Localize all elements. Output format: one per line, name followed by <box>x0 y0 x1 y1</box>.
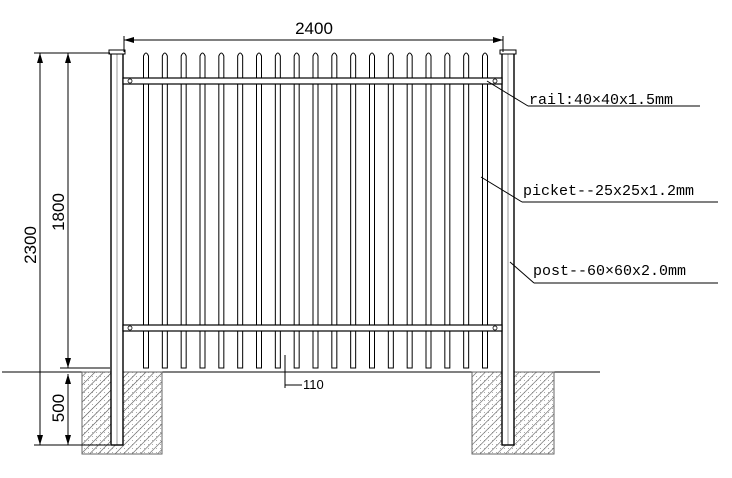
picket <box>293 52 300 369</box>
picket <box>143 52 149 369</box>
picket <box>161 52 168 369</box>
picket <box>274 52 281 369</box>
picket <box>218 52 225 369</box>
footing-depth-dimension: 500 <box>49 374 71 445</box>
picket <box>369 52 375 369</box>
picket <box>406 52 413 369</box>
panel-height-dimension: 1800 <box>49 52 110 369</box>
ground-gap-dimension: 110 <box>284 355 324 392</box>
picket <box>180 52 187 369</box>
picket <box>482 52 488 369</box>
right-post <box>499 49 517 446</box>
bottom-rail <box>122 324 503 332</box>
top-rail <box>122 77 503 85</box>
picket <box>312 52 319 369</box>
picket <box>350 52 357 369</box>
picket <box>199 52 206 369</box>
panel-height-label: 1800 <box>49 193 68 231</box>
ground-gap-label: 110 <box>303 377 324 392</box>
picket <box>444 52 451 369</box>
picket <box>387 52 394 369</box>
picket-label: picket--25x25x1.2mm <box>523 183 694 200</box>
picket <box>256 52 262 369</box>
total-height-label: 2300 <box>21 226 40 264</box>
pickets <box>143 52 488 369</box>
footing-depth-label: 500 <box>49 394 68 422</box>
rail-callout: rail:40×40x1.5mm <box>486 80 700 109</box>
left-post <box>108 49 126 446</box>
width-label: 2400 <box>295 19 333 38</box>
post-callout: post--60×60x2.0mm <box>509 261 718 284</box>
picket <box>331 52 338 369</box>
picket <box>237 52 244 369</box>
rail-label: rail:40×40x1.5mm <box>529 92 673 109</box>
post-label: post--60×60x2.0mm <box>533 263 686 280</box>
width-dimension: 2400 <box>123 19 504 52</box>
picket-callout: picket--25x25x1.2mm <box>480 176 718 203</box>
picket <box>463 52 470 369</box>
picket <box>425 52 432 369</box>
